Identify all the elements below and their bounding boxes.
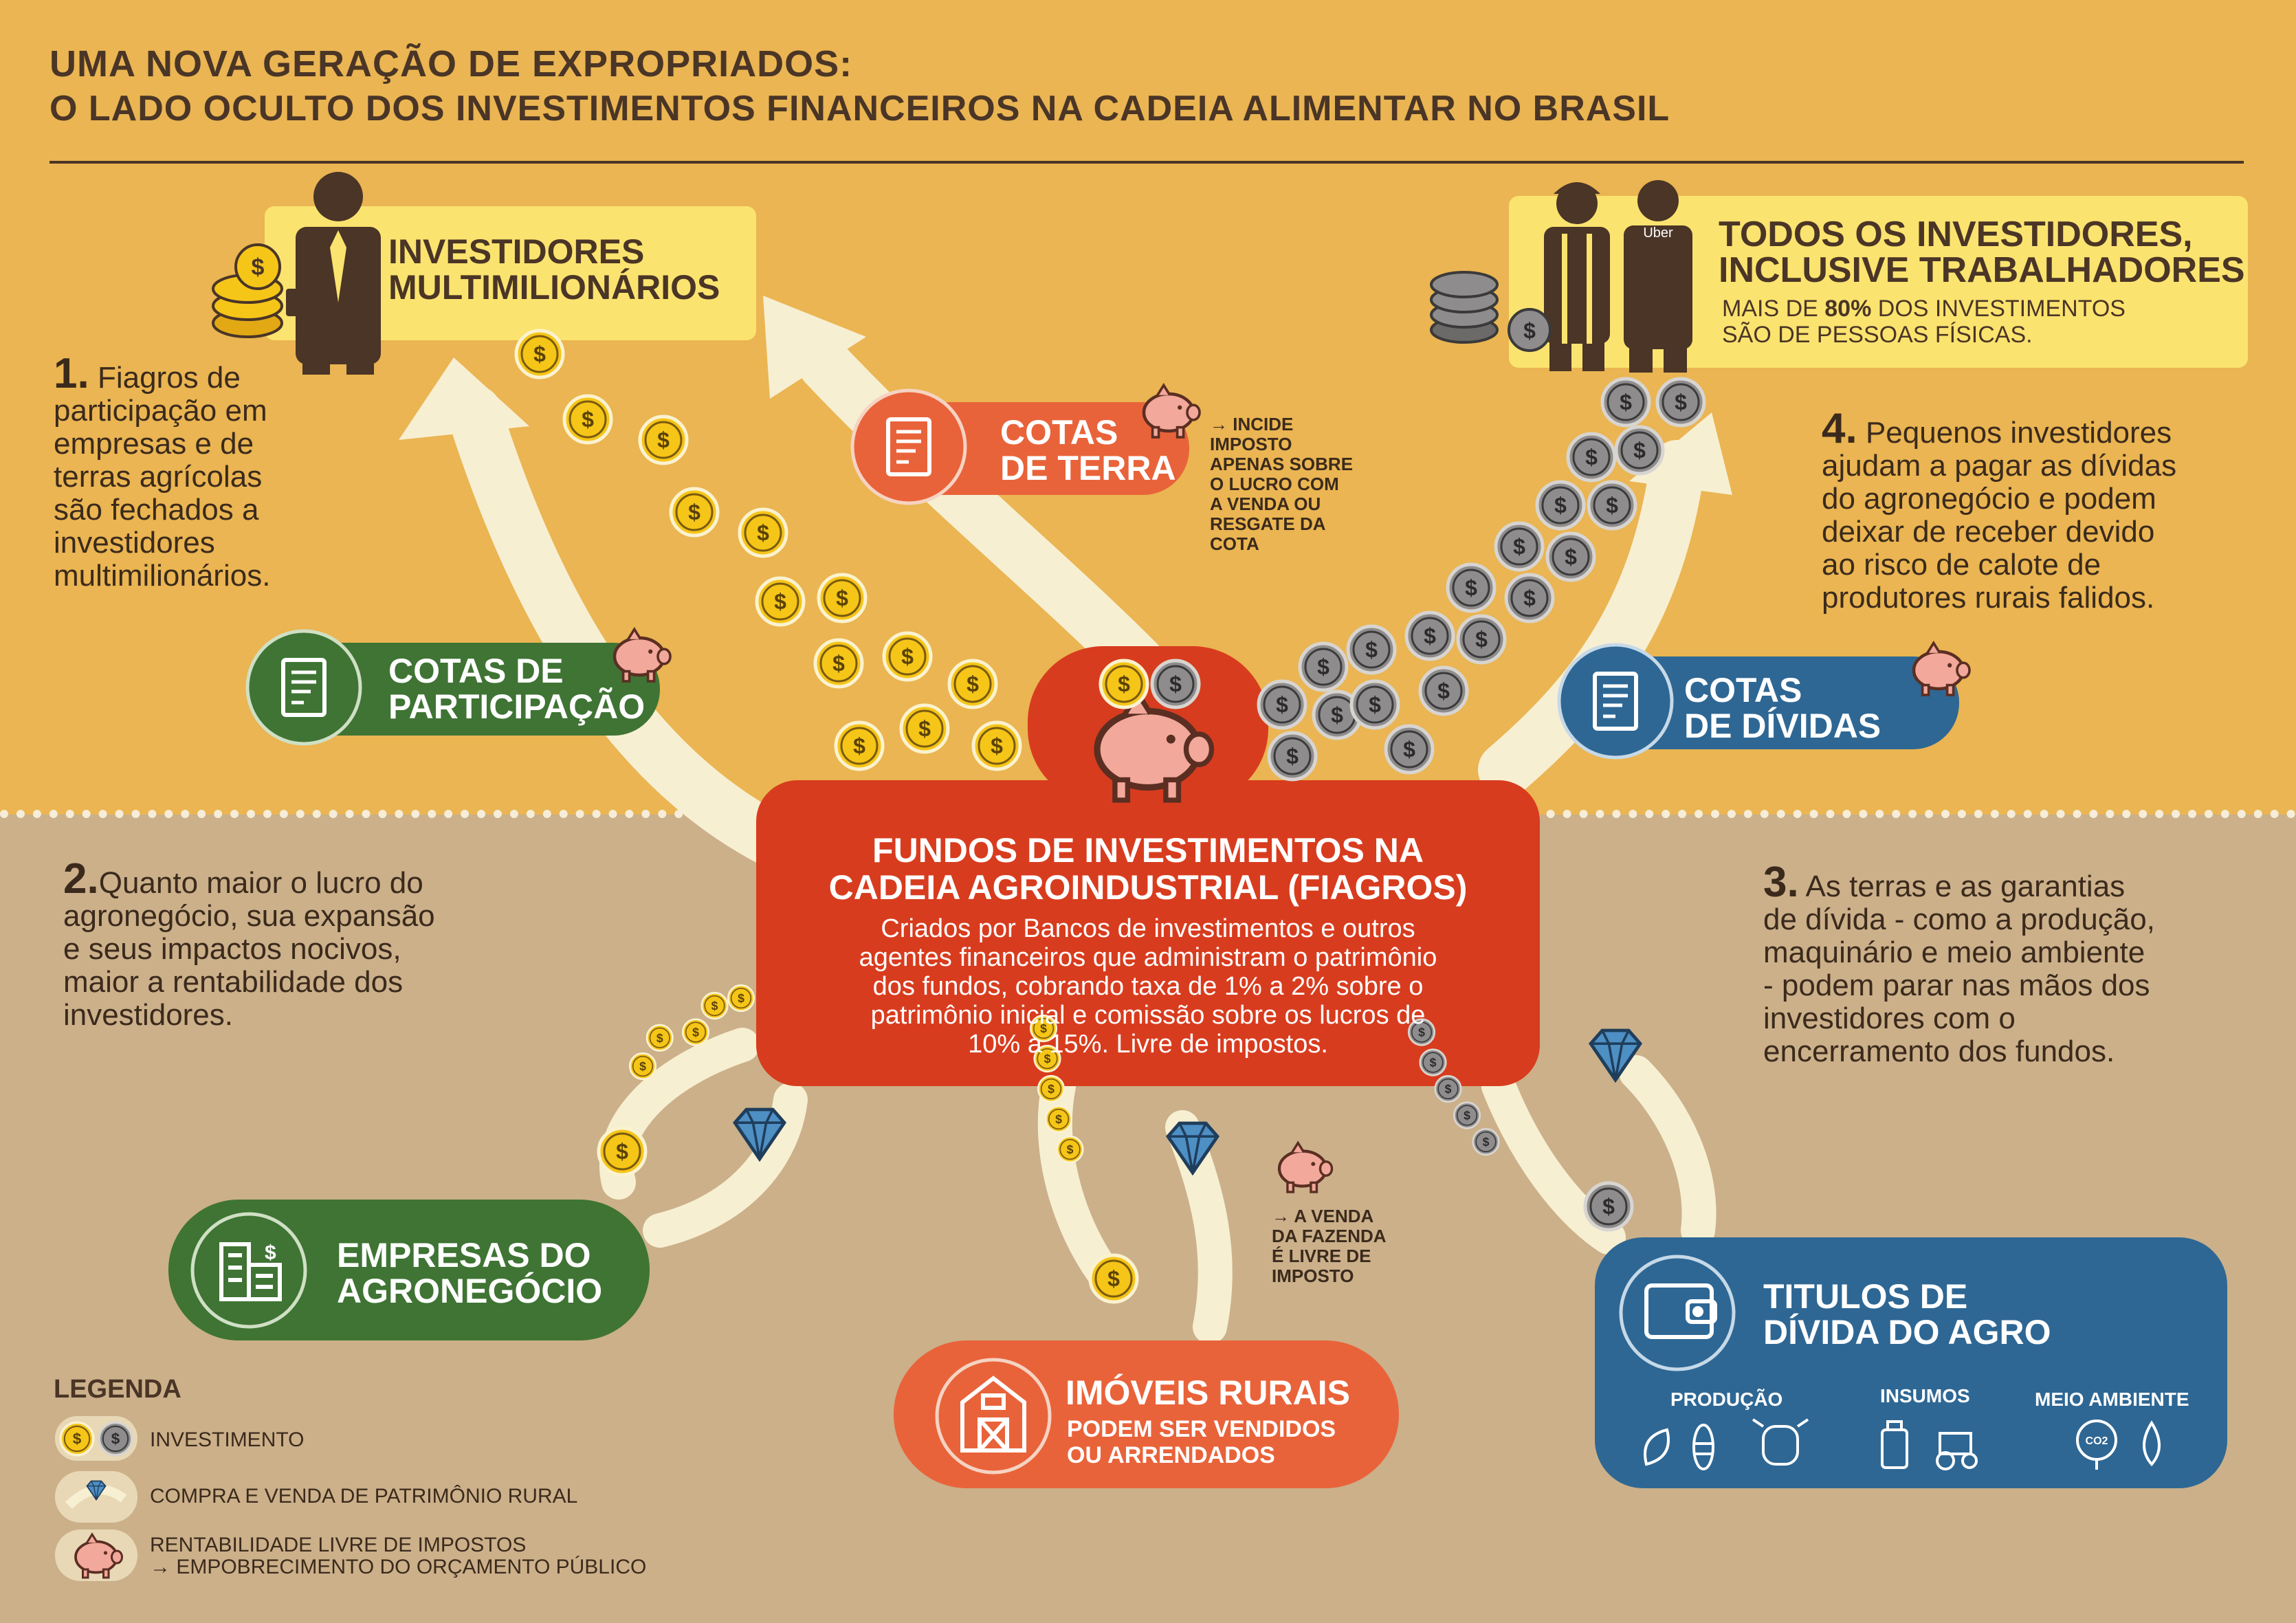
cotas-terra-label: COTAS DE TERRA [1000,413,1176,487]
cotas-participacao-label: COTAS DE PARTICIPAÇÃO [388,652,645,726]
driver-icon: Uber [1624,180,1692,373]
piggy-bank-icon [1914,643,1969,695]
main-subtitle: O LADO OCULTO DOS INVESTIMENTOS FINANCEI… [49,89,1670,129]
titulos-cat-meio-ambiente: MEIO AMBIENTE [2035,1389,2189,1410]
investors-all-note: MAIS DE 80% DOS INVESTIMENTOS SÃO DE PES… [1722,296,2126,348]
cotas-dividas-badge [1557,643,1674,760]
legend-item-tax-free: RENTABILIDADE LIVRE DE IMPOSTOS → EMPOBR… [150,1534,647,1578]
point-3: 3. As terras e as garantias de dívida - … [1763,859,2155,1068]
investors-all-box [1509,196,2248,368]
investors-rich-box [265,206,756,340]
fund-box [756,780,1540,1086]
cotas-terra-badge [850,388,967,505]
corn-icon [1692,1424,1714,1470]
imoveis-sub: PODEM SER VENDIDOS OU ARRENDADOS [1067,1416,1336,1468]
titulos-box [1595,1237,2227,1488]
legend-investment-icons [55,1416,137,1461]
titulos-cat-producao: PRODUÇÃO [1670,1389,1783,1410]
co2-label: CO2 [2086,1435,2108,1447]
businessman-icon [286,172,381,375]
worker-icon [1544,182,1610,371]
cotas-participacao-pill [261,643,660,736]
fund-description: Criados por Bancos de investimentos e ou… [859,914,1437,1059]
arrowhead-all-investors [1629,412,1732,495]
bean-icon [1644,1428,1670,1466]
investors-all-label: TODOS OS INVESTIDORES, INCLUSIVE TRABALH… [1719,214,2245,290]
grey-coin-stack-icon: $ [1430,271,1552,352]
coin-stack-icon: $ [212,243,283,338]
tree-co2-icon [2076,1420,2117,1470]
titulos-label: TITULOS DE DÍVIDA DO AGRO [1763,1277,2051,1351]
cotas-participacao-badge [245,629,362,746]
tractor-icon [1936,1432,1978,1470]
investors-rich-label: INVESTIDORES MULTIMILIONÁRIOS [388,232,720,307]
piggy-bank-icon [1279,1143,1332,1192]
arrowhead-cotas-terra [763,296,866,399]
point-4: 4. Pequenos investidores ajudam a pagar … [1822,405,2177,615]
arrowhead-multimillionaires [399,357,529,440]
arrow-empresas-to-fund [643,1083,808,1248]
arrow-titulos-to-fund [1619,1055,1717,1248]
bottle-icon [1881,1420,1908,1469]
point-2: 2.Quanto maior o lucro do agronegócio, s… [63,855,435,1032]
main-title: UMA NOVA GERAÇÃO DE EXPROPRIADOS: [49,43,853,85]
titulos-cat-insumos: INSUMOS [1880,1385,1970,1406]
legend-item-investment: INVESTIMENTO [150,1428,305,1451]
venda-note: → A VENDA DA FAZENDA É LIVRE DE IMPOSTO [1272,1206,1387,1286]
uber-label: Uber [1643,225,1673,241]
building-icon: $ [219,1241,282,1301]
arrow-to-all-investors [1478,440,1705,797]
legend-title: LEGENDA [54,1375,181,1404]
legend-exchange-icon [55,1471,137,1523]
svg-text:$: $ [265,1241,276,1264]
cotas-terra-pill [894,402,1189,495]
empresas-label: EMPRESAS DO AGRONEGÓCIO [337,1236,603,1310]
barn-icon [960,1376,1026,1453]
drop-icon [2143,1420,2161,1467]
legend-piggy-icon [55,1530,137,1581]
cow-icon [1752,1418,1809,1466]
cotas-terra-note: → INCIDE IMPOSTO APENAS SOBRE O LUCRO CO… [1210,414,1354,554]
cotas-dividas-label: COTAS DE DÍVIDAS [1684,671,1881,745]
point-1: 1. Fiagros de participação em empresas e… [54,350,271,593]
legend-item-exchange: COMPRA E VENDA DE PATRIMÔNIO RURAL [150,1485,578,1508]
svg-text:$: $ [1523,318,1536,343]
imoveis-label: IMÓVEIS RURAIS [1066,1373,1350,1412]
title-rule [49,161,2244,164]
svg-text:$: $ [252,254,265,280]
cotas-dividas-pill [1574,656,1959,749]
fund-title: FUNDOS DE INVESTIMENTOS NA CADEIA AGROIN… [828,831,1468,907]
wallet-icon [1644,1283,1717,1339]
